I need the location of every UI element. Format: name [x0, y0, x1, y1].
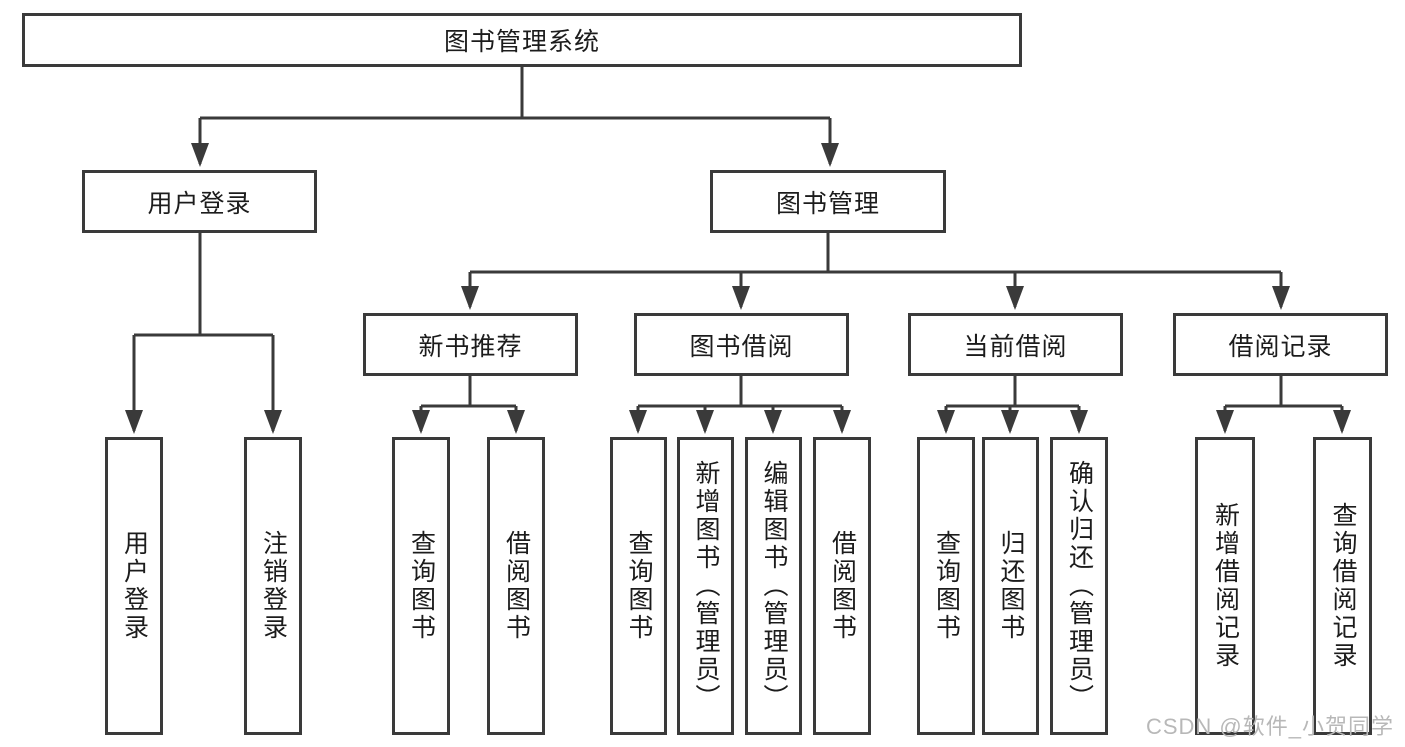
leaf-logout: 注销登录 — [244, 437, 302, 735]
node-library-management-system: 图书管理系统 — [22, 13, 1022, 67]
leaf-query-borrow-record: 查询借阅记录 — [1313, 437, 1372, 735]
csdn-watermark: CSDN @软件_小贺同学 — [1145, 714, 1394, 739]
leaf-confirm-return-admin: 确认归还（管理员） — [1050, 437, 1108, 735]
leaf-query-books-1: 查询图书 — [392, 437, 450, 735]
leaf-query-books-2: 查询图书 — [610, 437, 667, 735]
node-user-login: 用户登录 — [82, 170, 317, 233]
leaf-borrow-books-2: 借阅图书 — [813, 437, 871, 735]
node-current-borrowing: 当前借阅 — [908, 313, 1123, 376]
leaf-borrow-books-1: 借阅图书 — [487, 437, 545, 735]
leaf-add-book-admin: 新增图书（管理员） — [677, 437, 734, 735]
node-book-borrowing: 图书借阅 — [634, 313, 849, 376]
leaf-query-books-3: 查询图书 — [917, 437, 975, 735]
leaf-add-borrow-record: 新增借阅记录 — [1195, 437, 1255, 735]
node-borrowing-records: 借阅记录 — [1173, 313, 1388, 376]
node-book-management: 图书管理 — [710, 170, 946, 233]
leaf-edit-book-admin: 编辑图书（管理员） — [745, 437, 802, 735]
node-new-book-recommendation: 新书推荐 — [363, 313, 578, 376]
leaf-return-books: 归还图书 — [982, 437, 1039, 735]
leaf-user-login: 用户登录 — [105, 437, 163, 735]
